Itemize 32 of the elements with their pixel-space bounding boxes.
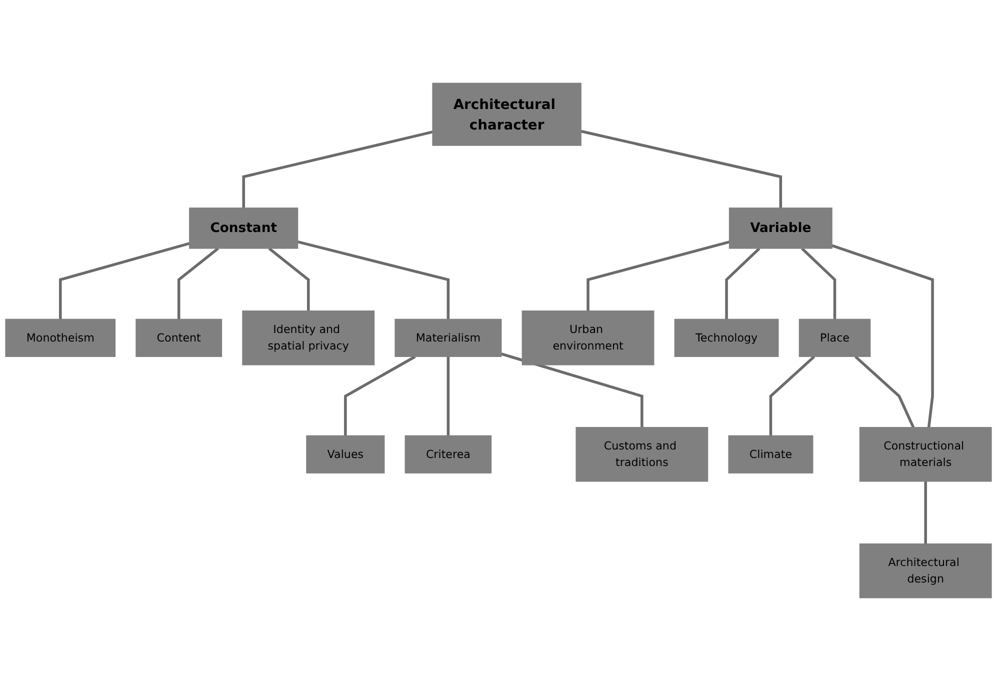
node-box: Identity and spatial privacy bbox=[242, 310, 375, 366]
node-box: Customs and traditions bbox=[576, 426, 708, 482]
node-box: Content bbox=[136, 318, 222, 357]
node-box: Monotheism bbox=[5, 318, 116, 357]
node-box: Technology bbox=[674, 318, 779, 357]
node-box: Architectural design bbox=[859, 543, 992, 598]
connector bbox=[580, 130, 782, 208]
connector bbox=[446, 356, 450, 436]
connector bbox=[500, 352, 644, 428]
connector bbox=[586, 240, 730, 311]
node-box: Constructional materials bbox=[859, 426, 992, 482]
connector bbox=[297, 240, 450, 320]
connector bbox=[344, 355, 416, 436]
node-box: Urban environment bbox=[522, 310, 654, 366]
connector bbox=[268, 247, 310, 311]
connector bbox=[177, 247, 219, 320]
connector bbox=[832, 244, 934, 428]
node-box: Values bbox=[306, 435, 385, 474]
connector bbox=[801, 247, 836, 320]
connector bbox=[924, 481, 927, 544]
node-box: Place bbox=[798, 318, 871, 357]
connector bbox=[769, 356, 816, 436]
connector bbox=[854, 356, 915, 428]
node-box: Architectural character bbox=[432, 82, 582, 146]
node-box: Materialism bbox=[394, 318, 502, 357]
node-box: Variable bbox=[728, 208, 832, 249]
node-box: Climate bbox=[728, 435, 814, 474]
node-box: Constant bbox=[189, 208, 298, 249]
connector bbox=[242, 130, 433, 208]
connector bbox=[58, 242, 190, 320]
node-box: Criterea bbox=[404, 435, 492, 474]
connector bbox=[725, 247, 760, 320]
